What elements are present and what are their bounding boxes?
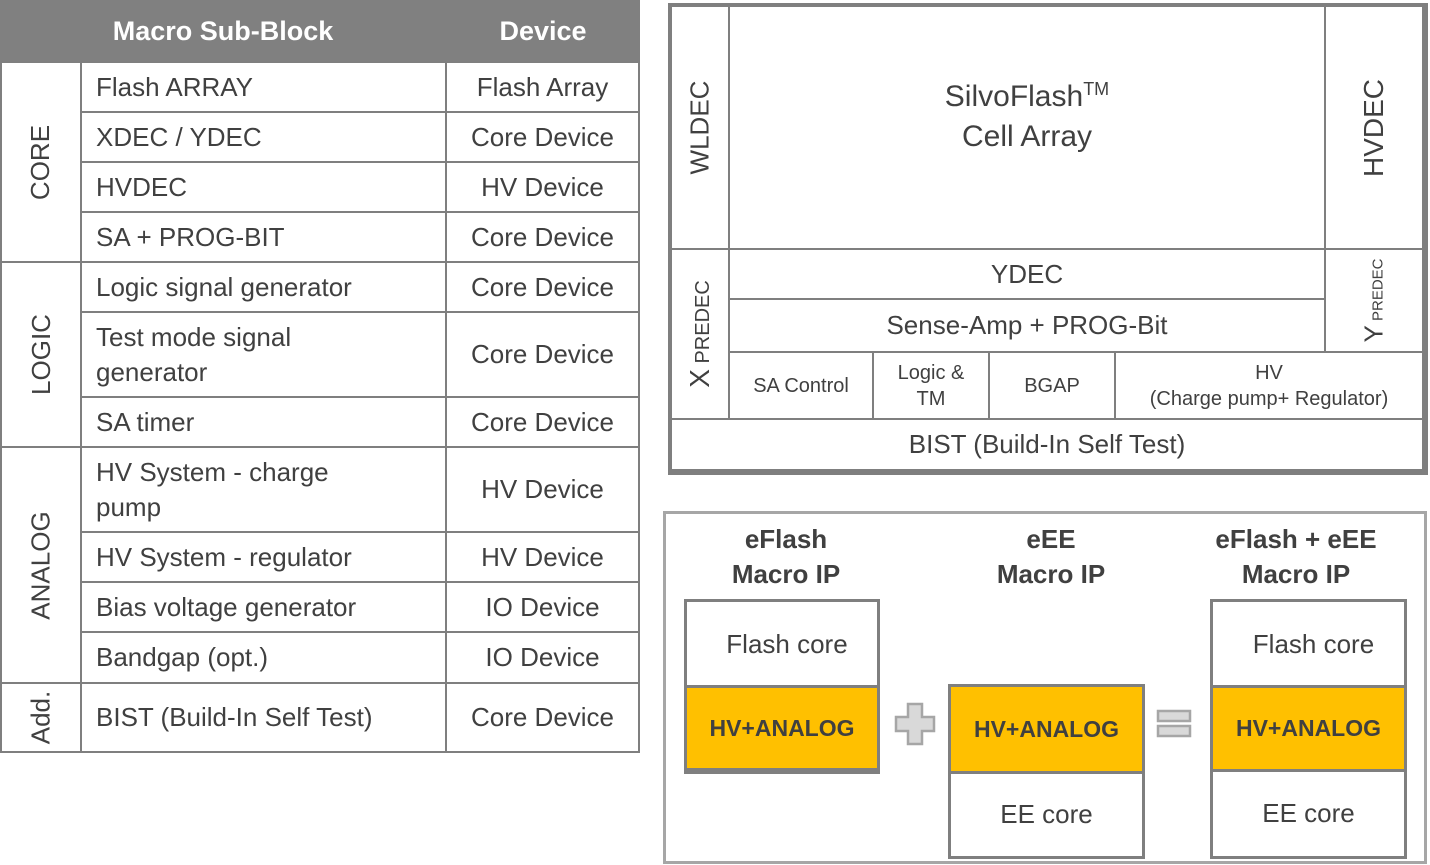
- eflash-title: eFlash Macro IP: [686, 522, 886, 592]
- table-row-device: Core Device: [445, 396, 640, 448]
- x-predec-label: PREDEC: [692, 280, 715, 364]
- table-row-sub-block: Flash ARRAY: [80, 61, 447, 113]
- eee-title: eEE Macro IP: [951, 522, 1151, 592]
- hv-line1: HV: [1255, 361, 1283, 384]
- table-row-device: Core Device: [445, 261, 640, 313]
- wldec-block: WLDEC: [670, 5, 730, 250]
- hvdec-block: HVDEC: [1324, 5, 1424, 250]
- combined-title-line1: eFlash + eEE: [1215, 524, 1377, 554]
- hv-line2: (Charge pump+ Regulator): [1149, 387, 1389, 410]
- table-row-sub-block: Bias voltage generator: [80, 581, 447, 633]
- bgap-label: BGAP: [1024, 374, 1080, 397]
- header-sub-block: Macro Sub-Block: [0, 0, 446, 62]
- table-row-sub-block: HVDEC: [80, 161, 447, 213]
- table-row-device: HV Device: [445, 531, 640, 583]
- flash-core-section: Flash core: [726, 628, 848, 659]
- x-predec-block: X PREDEC: [670, 248, 730, 420]
- header-device: Device: [446, 0, 640, 62]
- x-predec-x: X: [684, 369, 716, 388]
- eee-title-line1: eEE: [1026, 524, 1076, 554]
- flash-core-section: Flash core: [1252, 628, 1375, 659]
- table-row-device: Core Device: [445, 682, 640, 753]
- table-row-sub-block: Test mode signal generator: [80, 311, 447, 398]
- eee-macro-block: HV+ANALOG EE core: [948, 684, 1145, 859]
- ee-core-section: EE core: [1000, 799, 1093, 829]
- table-row-sub-block: SA + PROG-BIT: [80, 211, 447, 263]
- table-row-device: HV Device: [445, 446, 640, 533]
- sa-control-block: SA Control: [728, 351, 874, 420]
- sa-control-label: SA Control: [753, 374, 849, 397]
- bist-label: BIST (Build-In Self Test): [908, 429, 1186, 459]
- x-predec-text: X PREDEC: [684, 280, 716, 388]
- y-predec-y: Y: [1358, 325, 1389, 343]
- sense-amp-label: Sense-Amp + PROG-Bit: [886, 310, 1168, 340]
- hv-block: HV (Charge pump+ Regulator): [1114, 351, 1424, 420]
- combined-title: eFlash + eEE Macro IP: [1196, 522, 1396, 592]
- bist-block: BIST (Build-In Self Test): [670, 418, 1424, 471]
- hvdec-label: HVDEC: [1358, 78, 1390, 177]
- table-row-sub-block: Bandgap (opt.): [80, 631, 447, 684]
- ydec-label: YDEC: [990, 258, 1064, 289]
- hv-analog-section: HV+ANALOG: [1213, 685, 1404, 772]
- y-predec-label: PREDEC: [1369, 258, 1387, 321]
- group-label: Add.: [25, 690, 56, 745]
- plus-icon: [894, 702, 936, 746]
- table-row-device: Core Device: [445, 211, 640, 263]
- macro-ip-combination: eFlash Macro IP Flash core HV+ANALOG eEE…: [663, 511, 1427, 864]
- eflash-title-line2: Macro IP: [731, 559, 841, 589]
- group-label: LOGIC: [25, 314, 56, 395]
- table-row-sub-block: XDEC / YDEC: [80, 111, 447, 163]
- cell-array-block: SilvoFlashTM Cell Array: [728, 5, 1326, 250]
- header-sub-block-label: Macro Sub-Block: [112, 15, 334, 46]
- ydec-block: YDEC: [728, 248, 1326, 300]
- group-core: CORE: [0, 61, 82, 263]
- flash-macro-architecture: WLDEC SilvoFlashTM Cell Array HVDEC X PR…: [668, 3, 1428, 475]
- table-row-sub-block: BIST (Build-In Self Test): [80, 682, 447, 753]
- y-predec-text: Y PREDEC: [1359, 258, 1390, 342]
- trademark-mark: TM: [1083, 78, 1110, 99]
- cell-array-subtitle: Cell Array: [961, 119, 1093, 153]
- group-label: ANALOG: [25, 510, 56, 620]
- table-row-sub-block: SA timer: [80, 396, 447, 448]
- group-label: CORE: [25, 124, 56, 200]
- table-row-device: HV Device: [445, 161, 640, 213]
- ee-core-section: EE core: [1262, 798, 1355, 828]
- wldec-label: WLDEC: [684, 80, 715, 175]
- y-predec-block: Y PREDEC: [1324, 248, 1424, 353]
- eee-title-line2: Macro IP: [996, 559, 1106, 589]
- equals-icon: [1156, 709, 1192, 738]
- logic-tm-block: Logic & TM: [872, 351, 990, 420]
- table-row-device: Core Device: [445, 111, 640, 163]
- hv-analog-section: HV+ANALOG: [687, 685, 877, 771]
- group-analog: ANALOG: [0, 446, 82, 684]
- logic-tm-line2: TM: [916, 387, 946, 410]
- eflash-macro-block: Flash core HV+ANALOG: [684, 599, 880, 774]
- header-device-label: Device: [499, 15, 587, 46]
- eflash-title-line1: eFlash: [744, 524, 828, 554]
- table-row-device: IO Device: [445, 581, 640, 633]
- logic-tm-line1: Logic &: [897, 361, 965, 384]
- combined-title-line2: Macro IP: [1241, 559, 1351, 589]
- table-row-sub-block: HV System - charge pump: [80, 446, 447, 533]
- table-row-sub-block: Logic signal generator: [80, 261, 447, 313]
- sense-amp-block: Sense-Amp + PROG-Bit: [728, 298, 1326, 353]
- bgap-block: BGAP: [988, 351, 1116, 420]
- group-logic: LOGIC: [0, 261, 82, 448]
- table-row-device: Flash Array: [445, 61, 640, 113]
- combined-macro-block: Flash core HV+ANALOG EE core: [1210, 599, 1407, 859]
- table-row-device: IO Device: [445, 631, 640, 684]
- group-add: Add.: [0, 682, 82, 753]
- table-row-device: Core Device: [445, 311, 640, 398]
- cell-array-title: SilvoFlash: [944, 79, 1084, 113]
- table-row-sub-block: HV System - regulator: [80, 531, 447, 583]
- hv-analog-section: HV+ANALOG: [951, 687, 1142, 774]
